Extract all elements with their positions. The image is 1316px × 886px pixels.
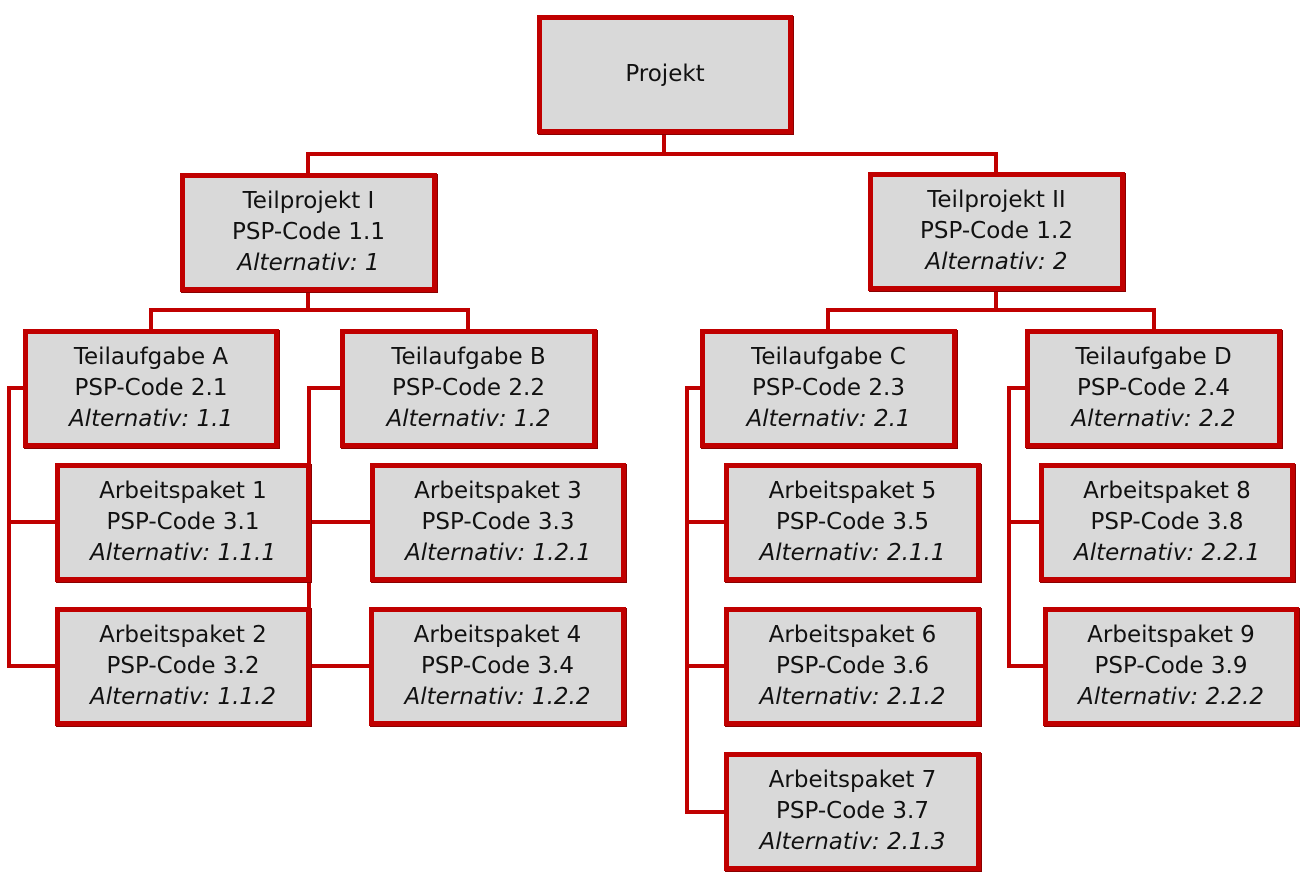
node-arbeitspaket-8: Arbeitspaket 8 PSP-Code 3.8 Alternativ: … — [1039, 463, 1295, 582]
node-title: Teilprojekt II — [927, 187, 1066, 213]
node-code: PSP-Code 3.1 — [106, 509, 260, 535]
node-title: Teilaufgabe D — [1075, 344, 1232, 370]
node-title: Teilprojekt I — [242, 188, 375, 214]
node-alt: Alternativ: 2.2.1 — [1073, 540, 1261, 566]
node-code: PSP-Code 3.9 — [1094, 653, 1248, 679]
node-code: PSP-Code 1.2 — [920, 218, 1073, 244]
node-code: PSP-Code 3.5 — [776, 509, 929, 535]
node-code: PSP-Code 3.2 — [106, 653, 260, 679]
node-alt: Alternativ: 1.2.1 — [404, 540, 592, 566]
node-code: PSP-Code 3.6 — [776, 653, 929, 679]
node-title: Arbeitspaket 9 — [1087, 622, 1255, 648]
node-code: PSP-Code 2.3 — [752, 375, 905, 401]
node-teilprojekt-1: Teilprojekt I PSP-Code 1.1 Alternativ: 1 — [180, 173, 437, 292]
node-alt: Alternativ: 1.2.2 — [404, 684, 591, 710]
connector-task-a-branch — [7, 386, 59, 668]
node-alt: Alternativ: 1.2 — [386, 406, 551, 432]
node-arbeitspaket-2: Arbeitspaket 2 PSP-Code 3.2 Alternativ: … — [55, 607, 311, 726]
node-arbeitspaket-1: Arbeitspaket 1 PSP-Code 3.1 Alternativ: … — [55, 463, 311, 582]
node-arbeitspaket-9: Arbeitspaket 9 PSP-Code 3.9 Alternativ: … — [1043, 607, 1299, 726]
node-title: Teilaufgabe B — [391, 344, 546, 370]
node-alt: Alternativ: 2.2.2 — [1077, 684, 1265, 710]
node-title: Arbeitspaket 1 — [99, 478, 267, 504]
node-title: Teilaufgabe C — [751, 344, 906, 370]
node-title: Arbeitspaket 6 — [768, 622, 937, 648]
node-alt: Alternativ: 1 — [237, 250, 380, 276]
node-alt: Alternativ: 1.1.2 — [89, 684, 277, 710]
node-arbeitspaket-7: Arbeitspaket 7 PSP-Code 3.7 Alternativ: … — [724, 752, 981, 871]
node-alt: Alternativ: 2.1.1 — [759, 540, 946, 566]
node-title: Teilaufgabe A — [73, 344, 229, 370]
node-title: Arbeitspaket 2 — [99, 622, 267, 648]
connector-task-d-branch — [1007, 386, 1047, 668]
node-arbeitspaket-6: Arbeitspaket 6 PSP-Code 3.6 Alternativ: … — [724, 607, 981, 726]
node-alt: Alternativ: 1.1 — [68, 406, 234, 432]
node-code: PSP-Code 2.1 — [74, 375, 228, 401]
node-teilaufgabe-a: Teilaufgabe A PSP-Code 2.1 Alternativ: 1… — [23, 329, 279, 448]
node-alt: Alternativ: 2.1.2 — [759, 684, 946, 710]
node-code: PSP-Code 3.7 — [776, 798, 929, 824]
connector-task-c-branch — [685, 386, 728, 814]
node-arbeitspaket-3: Arbeitspaket 3 PSP-Code 3.3 Alternativ: … — [370, 463, 626, 582]
node-projekt: Projekt — [537, 15, 793, 134]
node-teilaufgabe-b: Teilaufgabe B PSP-Code 2.2 Alternativ: 1… — [340, 329, 597, 448]
node-teilaufgabe-c: Teilaufgabe C PSP-Code 2.3 Alternativ: 2… — [700, 329, 957, 448]
node-teilprojekt-2: Teilprojekt II PSP-Code 1.2 Alternativ: … — [868, 172, 1125, 291]
node-title: Arbeitspaket 7 — [768, 767, 937, 793]
node-alt: Alternativ: 2.1 — [746, 406, 911, 432]
node-arbeitspaket-5: Arbeitspaket 5 PSP-Code 3.5 Alternativ: … — [724, 463, 981, 582]
node-alt: Alternativ: 2 — [925, 249, 1068, 275]
node-label: Projekt — [625, 61, 705, 87]
node-code: PSP-Code 3.8 — [1090, 509, 1244, 535]
node-code: PSP-Code 2.4 — [1077, 375, 1230, 401]
node-teilaufgabe-d: Teilaufgabe D PSP-Code 2.4 Alternativ: 2… — [1025, 329, 1282, 448]
node-code: PSP-Code 2.2 — [392, 375, 545, 401]
node-title: Arbeitspaket 3 — [414, 478, 582, 504]
node-alt: Alternativ: 1.1.1 — [89, 540, 277, 566]
node-code: PSP-Code 3.4 — [421, 653, 574, 679]
node-alt: Alternativ: 2.2 — [1071, 406, 1236, 432]
node-title: Arbeitspaket 4 — [413, 622, 582, 648]
node-code: PSP-Code 3.3 — [421, 509, 575, 535]
node-arbeitspaket-4: Arbeitspaket 4 PSP-Code 3.4 Alternativ: … — [369, 607, 626, 726]
node-alt: Alternativ: 2.1.3 — [759, 829, 946, 855]
node-title: Arbeitspaket 8 — [1083, 478, 1251, 504]
node-code: PSP-Code 1.1 — [232, 219, 385, 245]
node-title: Arbeitspaket 5 — [768, 478, 937, 504]
